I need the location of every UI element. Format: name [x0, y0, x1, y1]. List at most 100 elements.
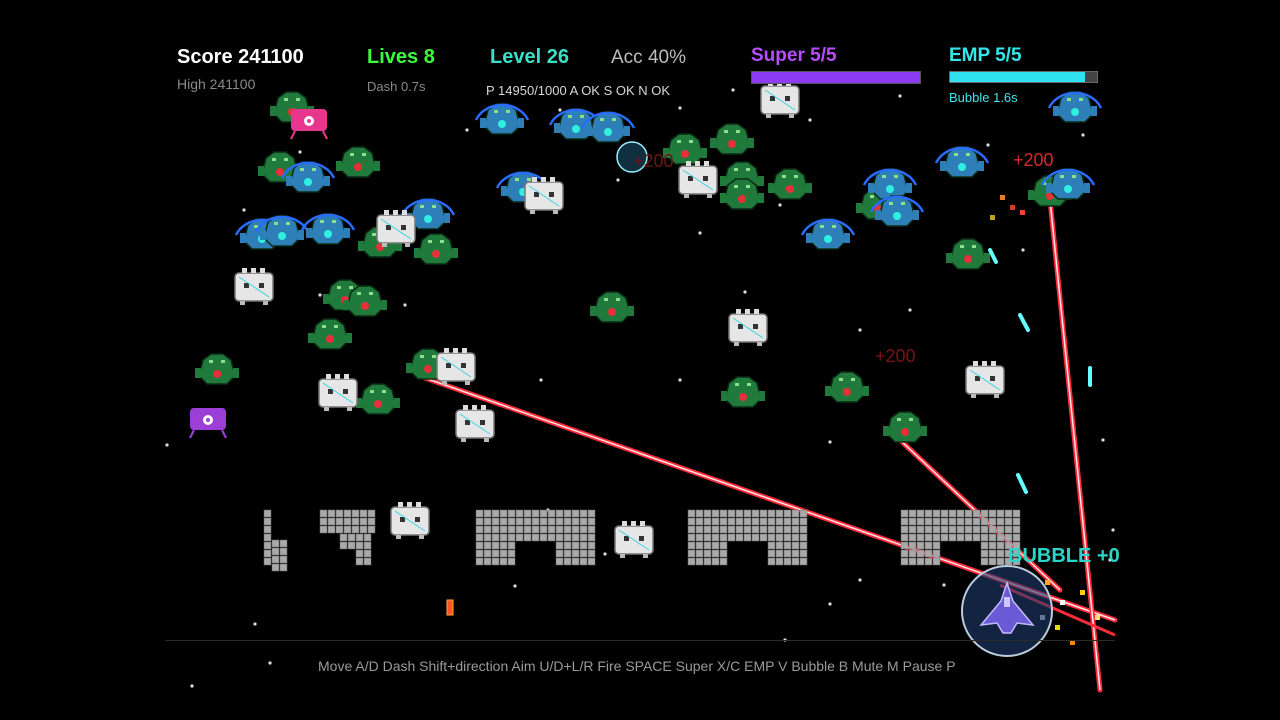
alien-arm: [306, 228, 312, 238]
bunker-block: [579, 557, 588, 566]
bunker-block: [571, 541, 580, 550]
bunker-block: [972, 533, 981, 542]
robot-leg: [465, 381, 470, 385]
robot-leg: [734, 342, 739, 346]
star: [298, 150, 302, 154]
alien-arm: [323, 294, 329, 304]
bunker: [475, 509, 596, 566]
bunker-block: [932, 517, 941, 526]
bunker-block: [555, 549, 564, 558]
shielded-alien: [580, 111, 636, 143]
bunker-block: [319, 509, 328, 518]
bunker-block: [695, 517, 704, 526]
green-alien: [195, 353, 239, 385]
alien-eye: [616, 298, 620, 301]
bunker-block: [980, 541, 989, 550]
bunker-block: [719, 557, 728, 566]
alien-eye: [735, 383, 739, 386]
star: [731, 88, 735, 92]
alien-arm: [258, 166, 264, 176]
robot-leg: [396, 535, 401, 539]
alien-arm: [336, 161, 342, 171]
green-alien: [721, 376, 765, 408]
robot-glint: [238, 276, 270, 298]
alien-eye: [370, 390, 374, 393]
robot-enemy: [455, 405, 495, 442]
bunker-block: [587, 509, 596, 518]
alien-eye: [337, 286, 341, 289]
bunker-block: [475, 509, 484, 518]
bunker-block: [783, 533, 792, 542]
robot-eye: [415, 517, 420, 522]
bunker-block: [988, 541, 997, 550]
robot-glint: [618, 529, 650, 551]
bunker-block: [799, 541, 808, 550]
bunker-block: [695, 557, 704, 566]
level-label: Level 26: [490, 46, 569, 68]
alien-eye: [332, 220, 336, 223]
robot-leg: [971, 394, 976, 398]
bunker-block: [363, 533, 372, 542]
shielded-alien: [800, 218, 856, 250]
alien-eye: [1079, 98, 1083, 101]
alien-arm: [233, 368, 239, 378]
spark: [1060, 600, 1065, 605]
bunker-block: [940, 525, 949, 534]
bunker-block: [507, 517, 516, 526]
bunker-block: [695, 509, 704, 518]
alien-eye: [677, 140, 681, 143]
alien-eye: [506, 110, 510, 113]
bunker-block: [759, 533, 768, 542]
alien-eye: [515, 178, 519, 181]
bunker-block: [355, 557, 364, 566]
bunker-block: [335, 509, 344, 518]
alien-arm: [768, 183, 774, 193]
robot-eye: [975, 376, 980, 381]
bunker-block: [475, 557, 484, 566]
alien-eye: [254, 225, 258, 228]
bunker-block: [900, 557, 909, 566]
bunker-block: [547, 525, 556, 534]
emp-meter: [949, 71, 1098, 83]
green-alien: [946, 238, 990, 270]
bunker-block: [499, 541, 508, 550]
bunker-block: [359, 525, 368, 534]
bunker-block: [924, 533, 933, 542]
alien-eye: [734, 185, 738, 188]
robot-eye: [785, 96, 790, 101]
robot-antenna: [462, 348, 467, 353]
star: [678, 106, 682, 110]
robot-glint: [394, 510, 426, 532]
bunker-block: [343, 517, 352, 526]
shield-arc: [280, 161, 336, 179]
bunker-block: [1004, 525, 1013, 534]
bunker-block: [507, 541, 516, 550]
bunker-block: [988, 533, 997, 542]
alien-core: [326, 335, 334, 343]
player-shot: [988, 248, 998, 264]
bunker-block: [932, 525, 941, 534]
bunker-block: [579, 541, 588, 550]
green-alien: [258, 151, 302, 183]
bunker-block: [719, 549, 728, 558]
alien-core: [278, 232, 286, 240]
bunker-block: [783, 557, 792, 566]
green-alien: [825, 371, 869, 403]
alien-arm: [806, 233, 812, 243]
alien-eye: [320, 220, 324, 223]
bunker-block: [579, 509, 588, 518]
alien-arm: [590, 306, 596, 316]
bunker-block: [475, 525, 484, 534]
bunker-block: [1012, 533, 1021, 542]
alien-arm: [984, 253, 990, 263]
bunker-block: [964, 517, 973, 526]
alien-eye: [362, 153, 366, 156]
bunker-block: [916, 525, 925, 534]
bunker: [687, 509, 808, 566]
bunker-block: [367, 509, 376, 518]
alien-eye: [689, 140, 693, 143]
bunker-block: [964, 509, 973, 518]
bunker-block: [491, 517, 500, 526]
bunker-block: [932, 509, 941, 518]
